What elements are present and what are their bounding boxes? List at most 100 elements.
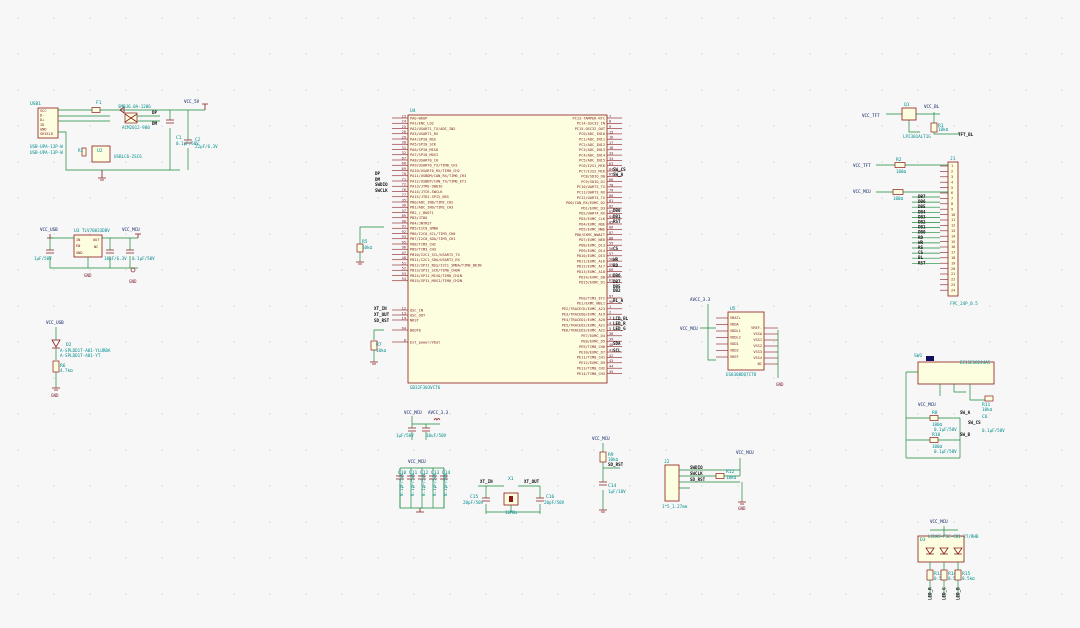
audio-pin-name: VSS3 [753, 350, 762, 354]
mcu-pin-number: 85 [609, 220, 613, 224]
power-led-resistor[interactable] [52, 360, 60, 373]
fpc-net-label: DB0 [918, 230, 926, 235]
swd-gnd: GND [738, 506, 746, 511]
mcu-pin-number: 26 [402, 130, 406, 134]
mcu-pin-number: 91 [402, 225, 406, 229]
rotary-encoder[interactable] [917, 361, 995, 385]
ldo-c4: 10µF/6.3V [104, 256, 127, 261]
reset-net: SD_RST [608, 462, 624, 467]
rgb-resistor[interactable] [954, 569, 962, 581]
encoder-knob-icon [926, 356, 934, 361]
mcu-pin-name: PB7/I2C0_SDA/TIM3_CH1 [410, 237, 455, 241]
mcu-pin-name: PB6/I2C0_SCL/TIM3_CH0 [410, 232, 455, 236]
rgb-resistor[interactable] [926, 569, 934, 581]
fpc-pin-number: 5 [951, 186, 953, 190]
fuse-ref: F1 [96, 100, 102, 106]
fuse[interactable] [91, 107, 101, 113]
mcu-pin-number: 77 [402, 193, 406, 197]
usb-pin-name: SHIELD [40, 132, 53, 136]
encoder-r8[interactable] [929, 415, 939, 421]
mcu-pin-number: 87 [609, 231, 613, 235]
mcu-pin-number: 98 [609, 300, 613, 304]
encoder-ref: SW1 [914, 353, 923, 359]
backlight-mosfet[interactable] [901, 107, 917, 121]
rgb-net-label: LED_B [956, 587, 961, 600]
fpc-net-label: RS [918, 245, 924, 250]
rgb-led-die-icon [953, 547, 963, 555]
usb-pin-name: GND [40, 127, 47, 131]
mcu-pin-name: PC1/ADC_IN11 [579, 138, 605, 142]
swd-rail: VCC_MCU [736, 450, 754, 455]
audio-value: ES8388DQ7CT8 [726, 372, 757, 377]
encoder-c13-value: 0.1µF/50V [934, 449, 957, 454]
mcu-pin-number: 96 [402, 246, 406, 250]
swd-ref: J2 [664, 459, 670, 465]
fpc-connector[interactable] [947, 161, 959, 297]
ldo-pin-in: IN [76, 238, 80, 242]
boot1-resistor[interactable] [356, 243, 364, 253]
fpc-pin-number: 11 [951, 218, 955, 222]
fpc-pin-number: 8 [951, 202, 953, 206]
pwr-led-value-2: A-SPLDD1T-A01-YT [60, 353, 101, 358]
reset-resistor[interactable] [599, 451, 607, 463]
mcu-pin-number: 8 [609, 120, 611, 124]
mcu-pin-name: PA1/ENC_LO2 [410, 122, 434, 126]
mcu-pin-number: 81 [609, 199, 613, 203]
rgb-r-value: 0.5kΩ [934, 576, 947, 581]
mcu-pin-number: 36 [402, 204, 406, 208]
xtal-value: 16MHz [505, 510, 518, 515]
mcu-net-label: SDA [613, 341, 621, 346]
rgb-r-value: 0.5kΩ [948, 576, 961, 581]
swd-header[interactable] [664, 464, 680, 502]
tvs-value: SMBJ6.0A-1206 [118, 104, 151, 109]
usb-connector[interactable] [37, 107, 59, 139]
usb-resistor[interactable] [81, 147, 87, 157]
mosfet-resistor[interactable] [930, 122, 938, 133]
mcu-pin-number: 60 [609, 268, 613, 272]
c2-value: 22µF/6.3V [195, 144, 218, 149]
mcu-pin-name: PB0/ADC_IN8/TIM2_CH2 [410, 200, 453, 204]
mcu-pin-name: PC3/ADC_IN13 [579, 148, 605, 152]
mcu-net-label: SWCLK [375, 188, 388, 193]
audio-pin-name: VSSA [753, 332, 762, 336]
mcu-pin-name: PB11/I2C1_SDA/USART2_RX [410, 258, 461, 262]
net-xt-in: XT_IN [374, 306, 387, 311]
audio-ref: U5 [730, 306, 736, 312]
mcu-pin-number: 94 [402, 326, 406, 330]
encoder-c6-value: 0.1µF/50V [982, 428, 1005, 433]
mcu-pin-number: 3 [609, 316, 611, 320]
encoder-r8-value: 100Ω [932, 422, 943, 427]
mcu-pin-name: PC0/ADC_IN10 [579, 132, 605, 136]
swd-header-block: J2 1*5_1.27mm SWDIO SWCLK SD_RST R12 10k… [662, 450, 754, 511]
swd-resistor[interactable] [715, 473, 725, 479]
audio-codec[interactable] [727, 311, 765, 371]
mcu-net-label: LCD_BL [613, 316, 629, 321]
mcu-pin-name: PB14/SPI1_MISO/TIM0_CH1N [410, 274, 462, 278]
mcu-pin-number: 62 [609, 279, 613, 283]
crystal-block: X1 16MHz XT_IN XT_OUT C15 20pF/50V C16 2… [463, 476, 565, 515]
swd-net-dio: SWDIO [690, 465, 703, 470]
mcu-pin-number: 93 [402, 235, 406, 239]
rgb-resistor[interactable] [940, 569, 948, 581]
usb-value: USB-UPA-13P-W [30, 144, 63, 149]
mcu-pin-name: PD0/CAN_RX/EXMC_D2 [566, 201, 605, 205]
fpc-pin-number: 15 [951, 240, 955, 244]
rgb-led[interactable] [917, 535, 965, 563]
fpc-net-label: CS [918, 250, 924, 255]
mcu-net-label: SWDIO [375, 182, 388, 187]
boot0-resistor[interactable] [370, 340, 378, 351]
fpc-resistor-r2[interactable] [894, 162, 906, 168]
pwr-led-r-value: 4.7kΩ [60, 368, 73, 373]
mcu-pin-number: 41 [609, 348, 613, 352]
esd-protection-ic[interactable] [91, 145, 111, 163]
mcu-body[interactable] [407, 114, 608, 384]
fpc-resistor-r3[interactable] [892, 189, 904, 195]
encoder-r11[interactable] [984, 395, 994, 402]
encoder-r10[interactable] [929, 437, 939, 443]
audio-pin-name: VSS2 [753, 344, 762, 348]
mcu-pin-name: PC7/I2S2_MCK [579, 169, 606, 173]
mcu-pin-number: 35 [402, 198, 406, 202]
ldo-c5: 0.1µF/50V [132, 256, 155, 261]
fpc-net-label: DB4 [918, 209, 926, 214]
